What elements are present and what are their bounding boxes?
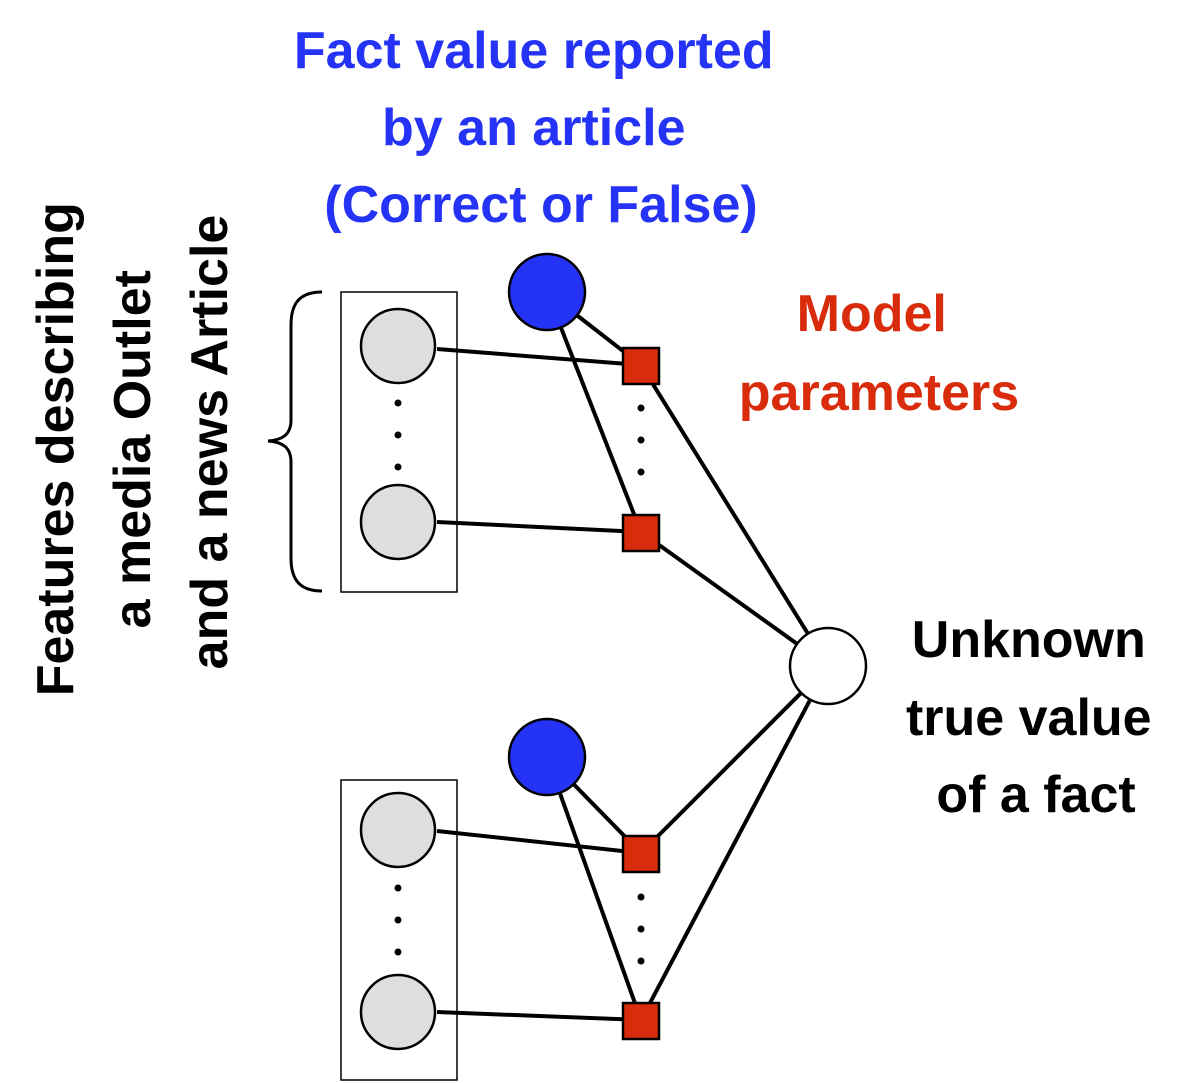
- model-parameters-label: Model parameters: [739, 285, 1019, 422]
- features-label-line-3: and a news Article: [181, 215, 239, 670]
- features-label-line-2: a media Outlet: [104, 270, 162, 628]
- ellipsis-params-bottom: [637, 893, 645, 965]
- edge-feature1-param1: [436, 347, 642, 367]
- fact-value-label: Fact value reported by an article (Corre…: [294, 22, 788, 234]
- edge-feature2-param2: [436, 520, 642, 534]
- fact-value-label-line-2: by an article: [382, 99, 685, 157]
- unknown-truth-label-line-3: of a fact: [936, 766, 1135, 824]
- observed-fact-node: [507, 252, 587, 332]
- truth-node: [788, 626, 868, 706]
- features-brace: [267, 290, 323, 593]
- fact-value-label-line-3: (Correct or False): [324, 176, 757, 234]
- feature-box-bottom: [340, 779, 458, 1081]
- unknown-truth-label-line-1: Unknown: [912, 611, 1146, 669]
- model-parameters-label-line-1: Model: [797, 285, 947, 343]
- edge-observed1-param2: [545, 291, 643, 533]
- fact-value-label-line-1: Fact value reported: [294, 22, 774, 80]
- features-label: Features describing a media Outlet and a…: [27, 188, 239, 697]
- feature-box-top: [340, 291, 458, 593]
- feature-node: [359, 973, 437, 1051]
- parameter-node: [621, 1001, 661, 1041]
- feature-node: [359, 307, 437, 385]
- features-label-line-1: Features describing: [27, 202, 85, 696]
- edge-feature4-param4: [436, 1010, 642, 1022]
- parameter-node: [621, 346, 661, 386]
- ellipsis-features-top: [394, 399, 402, 471]
- parameter-node: [621, 513, 661, 553]
- edge-feature3-param3: [436, 829, 642, 855]
- edge-param1-truth: [639, 363, 830, 668]
- model-parameters-label-line-2: parameters: [739, 364, 1019, 422]
- feature-node: [359, 483, 437, 561]
- parameter-node: [621, 834, 661, 874]
- unknown-truth-label: Unknown true value of a fact: [906, 611, 1166, 824]
- observed-fact-node: [507, 717, 587, 797]
- edge-param3-truth: [639, 664, 830, 855]
- ellipsis-features-bottom: [394, 884, 402, 956]
- edge-param4-truth: [639, 665, 830, 1021]
- edge-observed2-param4: [545, 756, 643, 1021]
- feature-node: [359, 791, 437, 869]
- unknown-truth-label-line-2: true value: [906, 689, 1152, 747]
- ellipsis-params-top: [637, 404, 645, 476]
